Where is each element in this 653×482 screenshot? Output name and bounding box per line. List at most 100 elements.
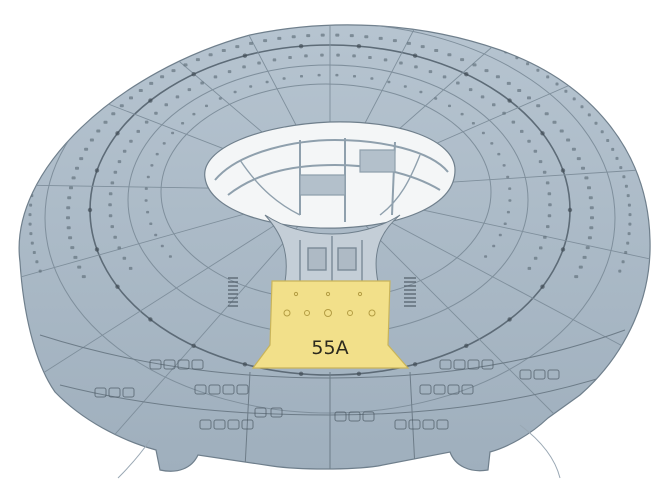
hole <box>113 170 118 174</box>
hole <box>414 65 418 69</box>
panel-label: 55A <box>311 337 348 359</box>
internal-framing <box>214 138 449 222</box>
bolt <box>191 343 196 348</box>
hole <box>419 90 423 94</box>
bolt <box>87 207 93 213</box>
window-cutout <box>447 384 460 395</box>
hole <box>336 53 340 57</box>
hole <box>41 156 45 160</box>
hole <box>572 97 576 101</box>
hole <box>79 157 84 161</box>
hole <box>130 62 134 66</box>
hole <box>517 89 522 92</box>
hole <box>399 61 403 65</box>
hole <box>490 142 494 145</box>
window-cutout <box>467 359 480 370</box>
hole <box>117 246 121 250</box>
hole <box>110 225 114 229</box>
hole <box>533 149 538 153</box>
hole <box>590 216 594 220</box>
hole <box>615 156 619 160</box>
hole <box>571 147 576 151</box>
hole <box>539 246 543 250</box>
hole <box>484 255 488 258</box>
hole <box>265 80 269 84</box>
hole <box>434 49 439 52</box>
hole <box>110 75 114 79</box>
hole <box>587 236 592 240</box>
hole <box>555 82 559 86</box>
bolt <box>148 317 153 322</box>
bolt <box>298 371 304 376</box>
window-cutout <box>547 369 560 380</box>
window-cutout <box>419 384 432 395</box>
hole <box>32 251 36 254</box>
hole <box>564 89 568 93</box>
hole <box>239 21 242 24</box>
hole <box>481 131 485 135</box>
hole <box>497 152 501 156</box>
hole <box>536 68 540 72</box>
hole <box>304 54 308 58</box>
hole <box>129 139 133 143</box>
hole <box>192 112 196 116</box>
hole <box>164 45 168 48</box>
hole <box>627 203 631 207</box>
hole <box>249 85 253 88</box>
hole <box>117 160 122 164</box>
hole <box>320 53 324 57</box>
window-cutout <box>461 384 474 395</box>
hole <box>150 164 154 167</box>
bolt <box>464 343 469 348</box>
hole <box>468 88 473 92</box>
hole <box>619 166 623 170</box>
panel-55a[interactable] <box>251 280 410 369</box>
hole <box>168 255 172 258</box>
hole <box>213 75 218 79</box>
window-cutout <box>177 359 190 370</box>
hole <box>171 69 176 73</box>
hole <box>511 120 516 124</box>
hole <box>282 77 286 80</box>
hole <box>317 73 321 77</box>
window-cutout <box>122 387 135 398</box>
hole <box>584 176 589 180</box>
window-cutout <box>436 419 449 430</box>
hole <box>103 120 108 124</box>
hole <box>171 131 175 135</box>
hole <box>588 196 593 200</box>
hole <box>30 241 34 245</box>
hole <box>611 147 615 151</box>
hole <box>322 12 325 15</box>
hole <box>349 34 354 38</box>
hole <box>527 139 531 143</box>
hole <box>434 97 438 100</box>
hole <box>181 122 185 125</box>
hole <box>589 226 594 230</box>
hole <box>443 27 447 31</box>
hole <box>587 113 591 117</box>
hole <box>152 50 156 54</box>
hole <box>37 166 41 170</box>
hole <box>249 41 254 45</box>
hole <box>578 265 583 269</box>
bolt <box>242 362 248 367</box>
hole <box>626 241 630 245</box>
hole <box>506 175 510 179</box>
hole <box>35 260 39 264</box>
hole <box>472 63 477 67</box>
hole <box>213 27 217 31</box>
window-cutout <box>422 419 435 430</box>
right-grille <box>404 277 416 307</box>
hole <box>626 194 630 198</box>
hole <box>621 260 625 264</box>
hole <box>175 40 179 43</box>
window-cutout <box>94 387 107 398</box>
hole <box>594 121 598 125</box>
hole <box>291 35 296 39</box>
hole <box>392 39 397 43</box>
hole <box>294 13 297 16</box>
hole <box>195 58 200 62</box>
hole <box>533 256 538 260</box>
hole <box>69 186 73 190</box>
